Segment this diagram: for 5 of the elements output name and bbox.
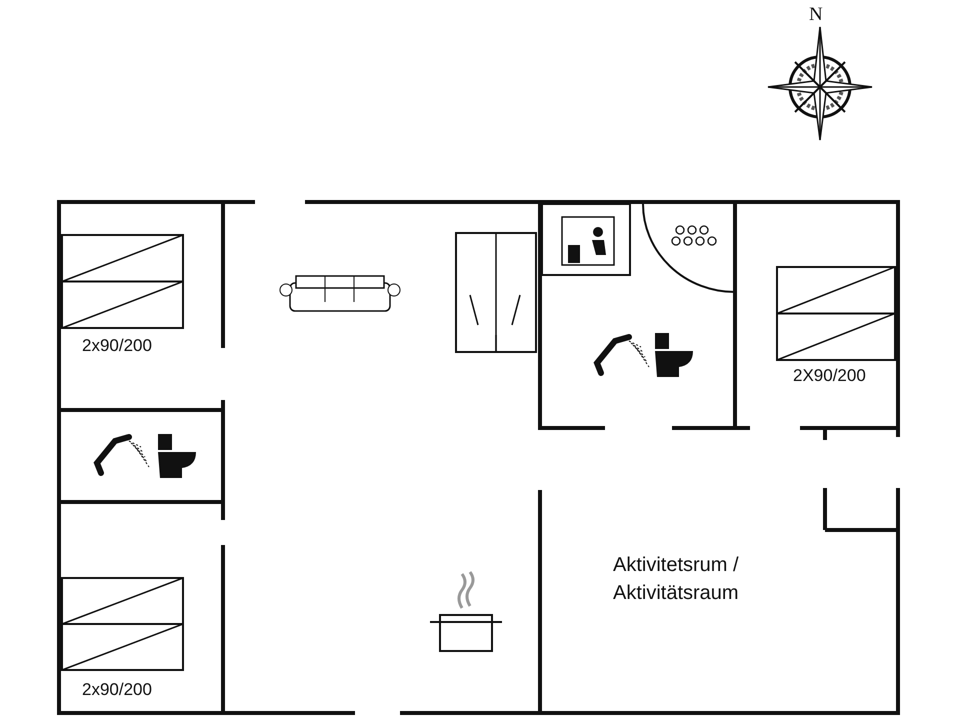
bed-size-label: 2x90/200 xyxy=(82,680,152,700)
room-label: Aktivitetsrum / Aktivitätsraum xyxy=(613,553,740,606)
bed-size-label: 2X90/200 xyxy=(793,366,866,386)
north-label: N xyxy=(809,4,823,26)
bed-size-label: 2x90/200 xyxy=(82,336,152,356)
